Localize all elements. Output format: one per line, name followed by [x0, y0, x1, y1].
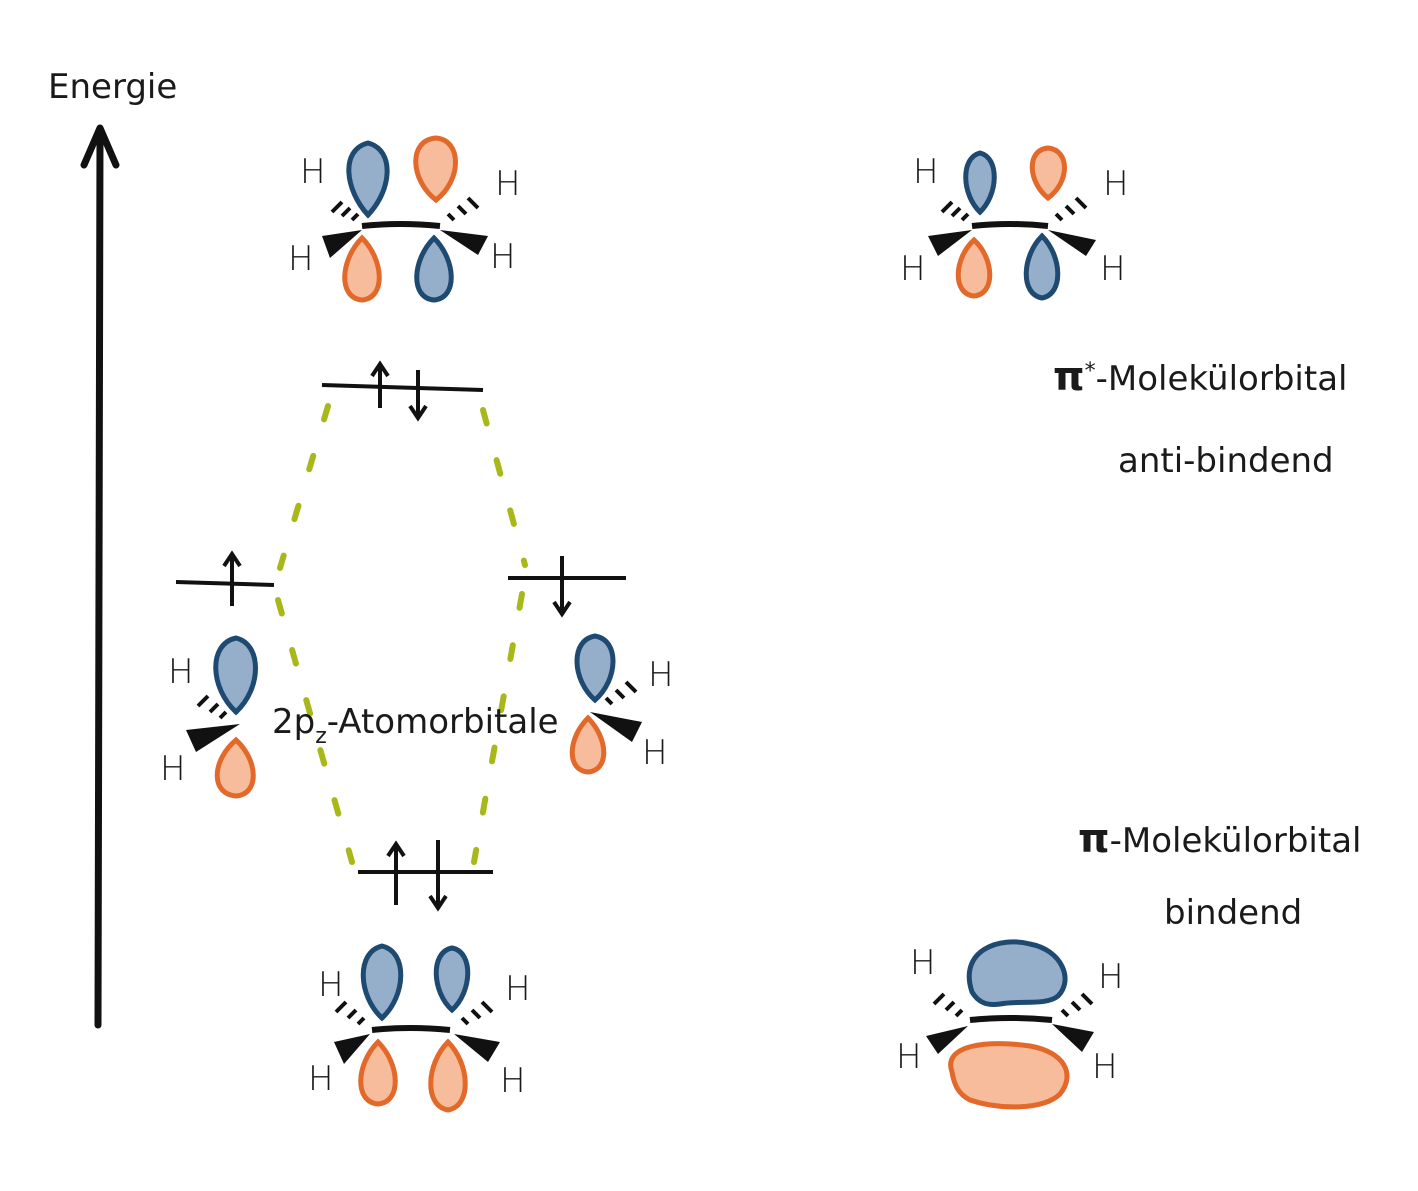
- antibonding-subtitle: anti-bindend: [1118, 441, 1334, 481]
- hydrogen-label: H: [495, 164, 521, 204]
- hydrogen-label: H: [900, 249, 926, 289]
- lobe-blue: [574, 633, 616, 704]
- lobe-blue: [414, 234, 454, 303]
- carbon-2pz-left: H H: [160, 635, 258, 799]
- hydrogen-label: H: [1100, 249, 1126, 289]
- energy-level-pi: [358, 840, 493, 912]
- lobe-orange: [413, 135, 458, 204]
- svg-text:π-Molekülorbital: π-Molekülorbital: [1078, 816, 1361, 862]
- lobe-orange: [428, 1038, 468, 1113]
- lobe-orange: [948, 1041, 1070, 1110]
- bonding-label: π-Molekülorbital bindend: [1078, 816, 1361, 933]
- atomic-orbital-label: 2pz-Atomorbitale: [272, 702, 559, 749]
- atomic-prefix: 2p: [272, 702, 315, 742]
- hydrogen-label: H: [913, 152, 939, 192]
- antibonding-molecule-right: H H H H: [900, 145, 1129, 301]
- lobe-blue: [213, 635, 258, 716]
- hydrogen-label: H: [1092, 1047, 1118, 1087]
- svg-text:2pz-Atomorbitale: 2pz-Atomorbitale: [272, 702, 559, 749]
- lobe-orange: [955, 236, 993, 299]
- energy-axis-label: Energie: [48, 67, 177, 107]
- hydrogen-label: H: [318, 965, 344, 1005]
- hydrogen-label: H: [160, 749, 186, 789]
- lobe-orange: [358, 1038, 398, 1107]
- bonding-subtitle: bindend: [1164, 893, 1302, 933]
- lobe-blue: [346, 140, 390, 219]
- hydrogen-label: H: [288, 239, 314, 279]
- star-symbol: *: [1085, 359, 1096, 384]
- bonding-molecule-left: H H H H: [308, 943, 531, 1113]
- hydrogen-label: H: [910, 943, 936, 983]
- hydrogen-label: H: [308, 1059, 334, 1099]
- energy-level-2pz-right: [508, 556, 626, 618]
- energy-level-2pz-left: [175, 550, 275, 606]
- energy-axis: Energie: [48, 67, 177, 1029]
- lobe-orange: [1029, 145, 1067, 202]
- lobe-orange: [569, 714, 607, 775]
- atomic-subscript: z: [315, 724, 327, 749]
- correlation-lines: [275, 403, 528, 865]
- antibonding-label: π*-Molekülorbital anti-bindend: [1053, 354, 1347, 481]
- bonding-molecule-right: H H H H: [896, 939, 1124, 1110]
- carbon-2pz-right: H H: [569, 633, 674, 775]
- lobe-blue: [963, 150, 997, 216]
- hydrogen-label: H: [1103, 164, 1129, 204]
- lobe-blue: [360, 943, 404, 1022]
- bonding-title: -Molekülorbital: [1110, 821, 1362, 861]
- hydrogen-label: H: [642, 733, 668, 773]
- lobe-blue: [433, 945, 471, 1014]
- hydrogen-label: H: [300, 152, 326, 192]
- svg-text:π*-Molekülorbital: π*-Molekülorbital: [1053, 354, 1347, 400]
- antibonding-title: -Molekülorbital: [1096, 359, 1348, 399]
- lobe-orange: [214, 736, 256, 799]
- hydrogen-label: H: [500, 1061, 526, 1101]
- lobe-blue: [1023, 232, 1061, 301]
- hydrogen-label: H: [1098, 957, 1124, 997]
- hydrogen-label: H: [490, 237, 516, 277]
- lobe-orange: [342, 234, 382, 303]
- pi-symbol: π: [1053, 354, 1085, 400]
- hydrogen-label: H: [648, 655, 674, 695]
- hydrogen-label: H: [505, 969, 531, 1009]
- atomic-rest: -Atomorbitale: [327, 702, 559, 742]
- lobe-blue: [967, 939, 1068, 1007]
- hydrogen-label: H: [896, 1037, 922, 1077]
- pi-symbol: π: [1078, 816, 1110, 862]
- hydrogen-label: H: [168, 652, 194, 692]
- energy-level-pi-star: [321, 360, 484, 422]
- antibonding-molecule-left: H H H H: [288, 135, 521, 303]
